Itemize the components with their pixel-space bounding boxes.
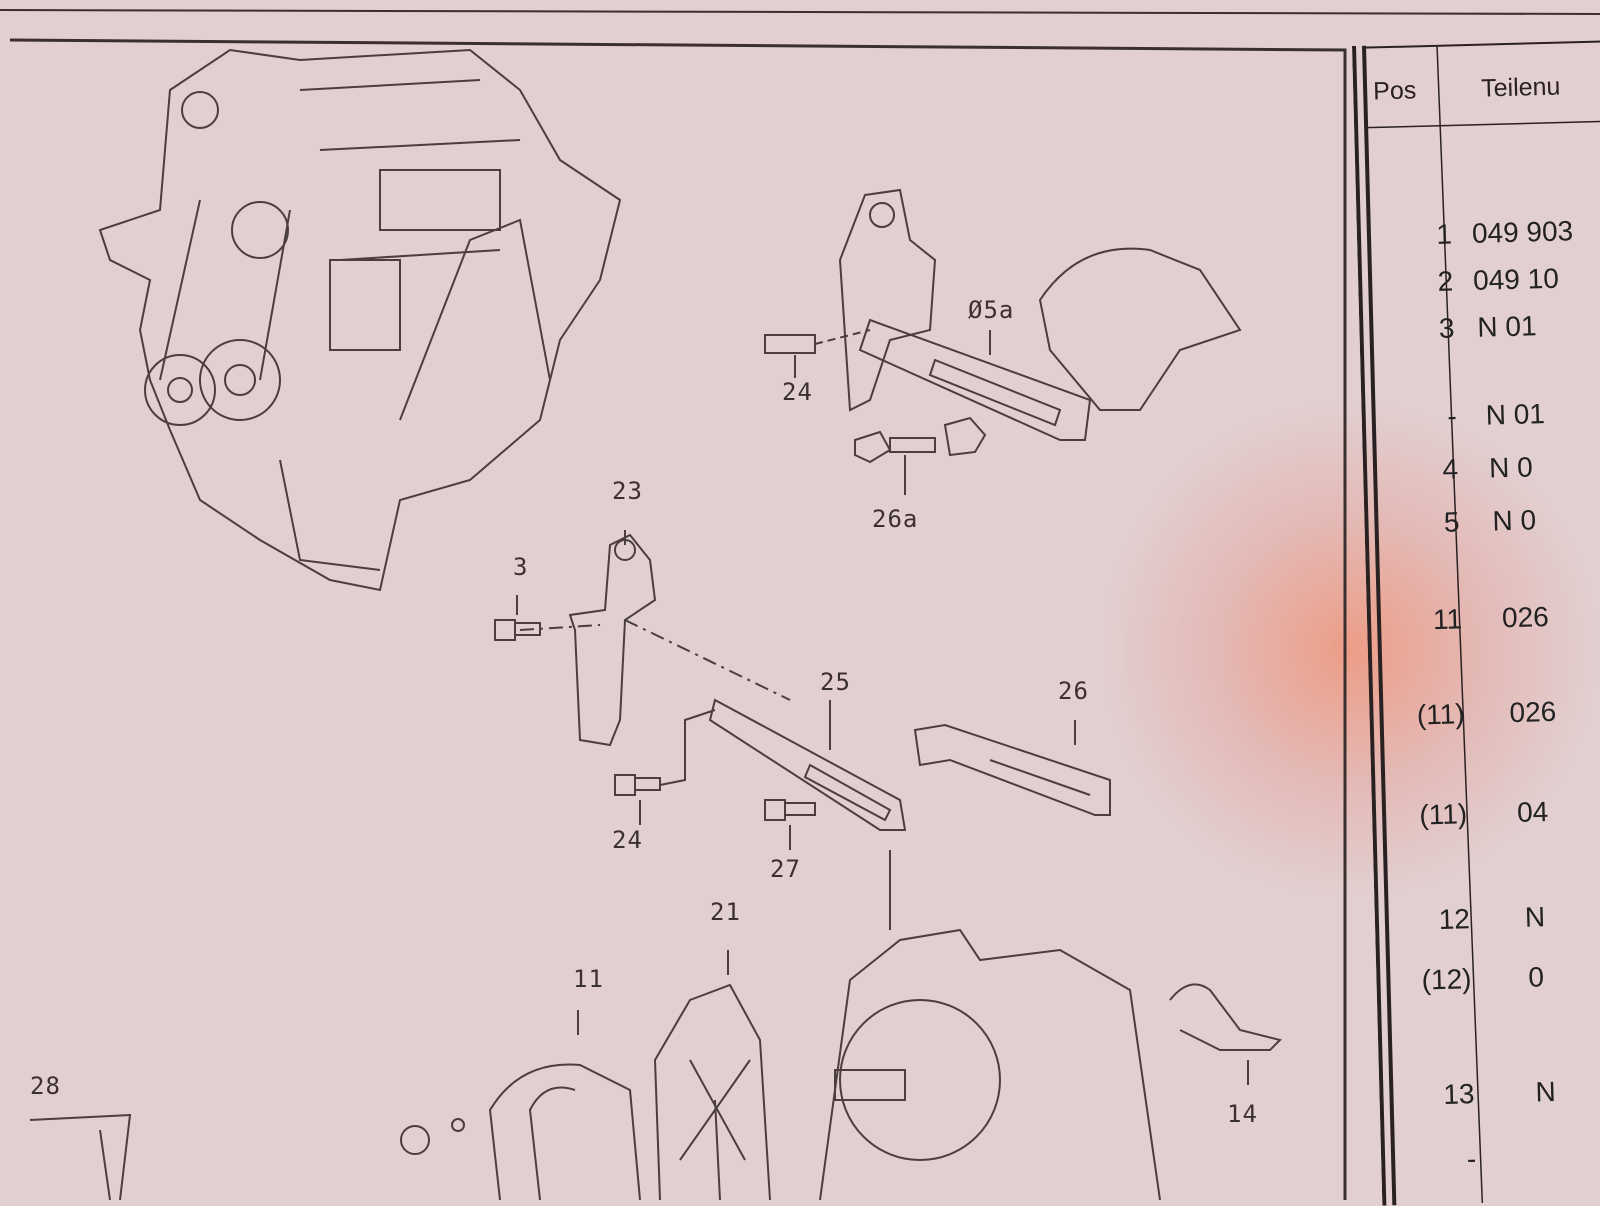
middle-bracket	[494, 530, 1111, 930]
callout-21: 21	[710, 898, 741, 926]
row-pos: 4	[1442, 453, 1459, 485]
callout-27: 27	[770, 855, 801, 883]
callout-24-lower: 24	[612, 826, 643, 854]
row-pos: (11)	[1419, 798, 1468, 831]
table-lines	[1352, 40, 1600, 1206]
callout-3: 3	[513, 553, 529, 581]
row-pos: (12)	[1421, 963, 1472, 996]
row-part: 026	[1501, 601, 1550, 634]
row-part: 04	[1516, 796, 1549, 828]
row-part: N 0	[1488, 451, 1534, 484]
upper-bracket	[764, 188, 1242, 495]
callout-23: 23	[612, 477, 643, 505]
page-number: 28	[30, 1072, 61, 1100]
row-pos: 12	[1438, 903, 1471, 936]
row-part: N 0	[1492, 504, 1537, 537]
diagram-border	[9, 38, 1347, 1200]
row-part: 0	[1528, 961, 1545, 993]
callout-24-upper: 24	[782, 378, 813, 406]
callout-11: 11	[573, 965, 604, 993]
column-header-pos: Pos	[1372, 76, 1417, 106]
row-pos: 11	[1432, 603, 1463, 636]
row-pos: 13	[1442, 1078, 1475, 1110]
light-glare	[1100, 400, 1600, 900]
callout-25: 25	[820, 668, 851, 696]
callout-26: 26	[1058, 677, 1089, 705]
row-part: N	[1535, 1076, 1557, 1108]
alternator-drawing	[29, 928, 1282, 1200]
row-pos: 5	[1443, 506, 1460, 538]
row-part: 049 10	[1472, 262, 1560, 296]
callout-26a: 26a	[872, 505, 919, 533]
column-header-part-number: Teilenu	[1480, 72, 1561, 103]
callout-14: 14	[1227, 1100, 1258, 1128]
row-pos: (11)	[1416, 698, 1465, 731]
row-part: N 01	[1485, 398, 1546, 431]
row-pos: 1	[1435, 218, 1453, 250]
row-part: 026	[1509, 695, 1557, 729]
row-pos: 2	[1437, 265, 1454, 297]
callout-25a: Ø5a	[968, 296, 1015, 324]
row-part: N 01	[1477, 310, 1537, 343]
row-pos: -	[1466, 1143, 1477, 1175]
row-part: N	[1524, 901, 1546, 933]
row-pos: -	[1446, 400, 1458, 432]
engine-drawing	[98, 48, 622, 592]
row-part: 049 903	[1471, 215, 1574, 249]
row-pos: 3	[1438, 312, 1455, 344]
